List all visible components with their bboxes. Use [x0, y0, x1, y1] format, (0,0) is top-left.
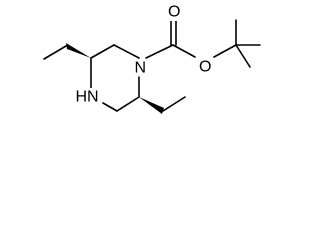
- bond-ring-c3-n4: [102, 102, 118, 112]
- ring-nitrogen-h-label: HN: [76, 89, 99, 106]
- bond-n1-carbonyl: [145, 44, 174, 59]
- atom-labels: N HN O O: [75, 4, 211, 106]
- boc-group: [145, 19, 261, 68]
- bond-ring-c6-n1: [113, 44, 140, 59]
- bond-ethyl-upper-ch2-ch3: [43, 45, 67, 60]
- bond-carbonyl-ester-o: [172, 44, 196, 58]
- bond-ethyl-lower-ch2-ch3: [162, 96, 186, 112]
- ring-nitrogen-boc-label: N: [135, 60, 147, 77]
- bond-ring-c5-c6: [90, 44, 115, 59]
- bond-ring-c2-c3: [116, 96, 140, 112]
- molecule-structure-diagram: N HN O O: [43, 4, 261, 114]
- ester-oxygen-label: O: [199, 59, 211, 76]
- stereo-wedge-upper: [66, 43, 91, 58]
- bond-tbutyl-methyl-bottom: [235, 44, 251, 68]
- piperazine-ring: [90, 44, 140, 112]
- bond-ester-o-tbutyl: [213, 44, 237, 58]
- ethyl-group-upper: [43, 43, 91, 60]
- ethyl-group-lower: [139, 96, 186, 114]
- carbonyl-oxygen-label: O: [168, 4, 180, 21]
- stereo-wedge-lower: [139, 97, 164, 114]
